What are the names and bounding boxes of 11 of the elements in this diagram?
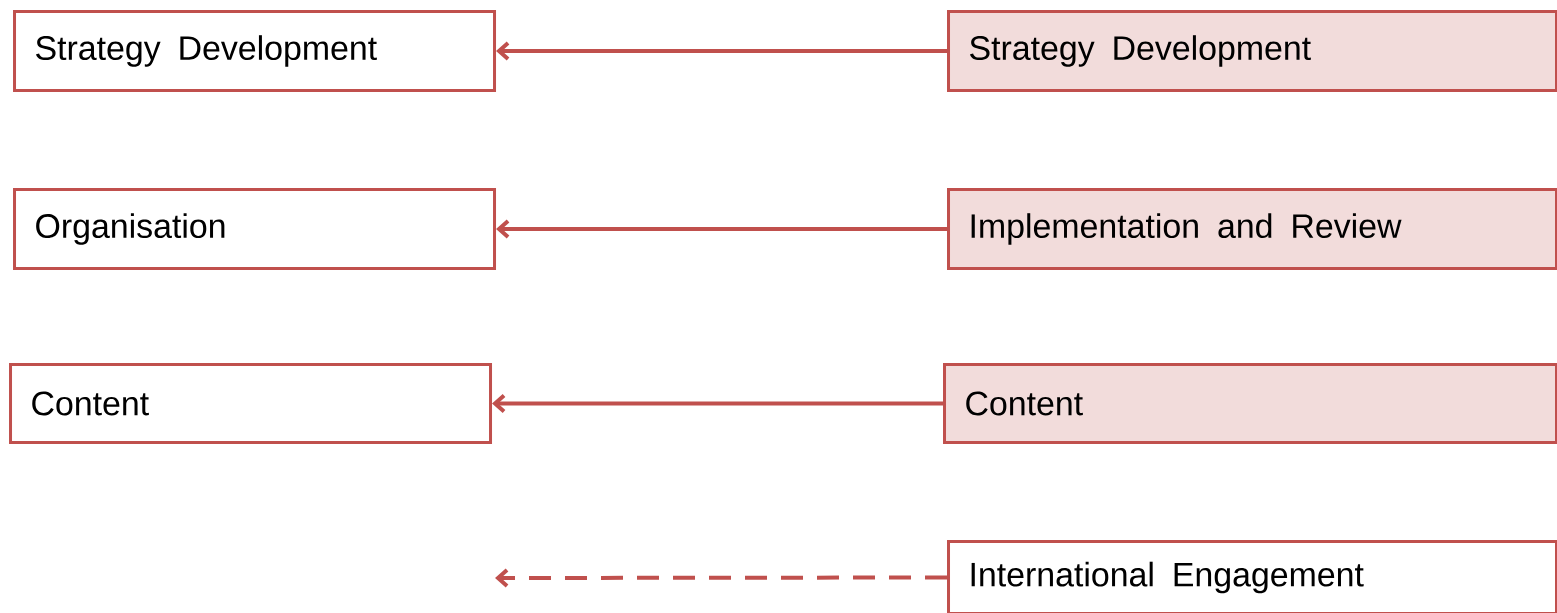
text-box: Organisation [13, 188, 496, 270]
arrow [496, 219, 947, 239]
arrow [495, 568, 947, 588]
arrow [492, 394, 943, 413]
text-box: Implementation and Review [947, 188, 1557, 270]
text-box: Content [9, 363, 492, 444]
text-box: International Engagement [947, 540, 1557, 613]
text-box: Strategy Development [13, 10, 496, 92]
text-box: Content [943, 363, 1557, 444]
arrow [496, 41, 947, 61]
text-box: Strategy Development [947, 10, 1557, 92]
